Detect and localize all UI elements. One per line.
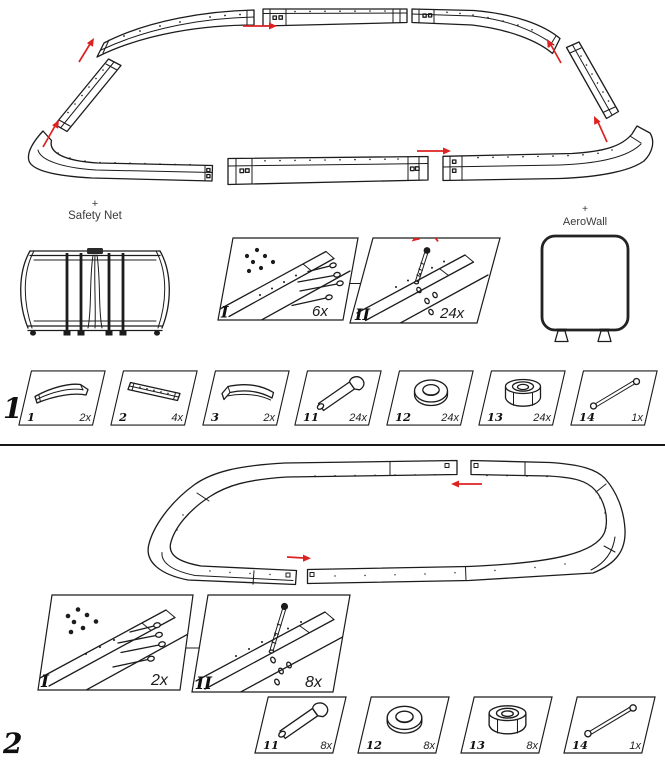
part-box: 14 1x [570,370,658,426]
part-number: 14 [579,410,596,424]
part-number: 13 [487,410,504,424]
part-box: 13 24x [478,370,566,426]
inset-II-numeral: II [195,674,213,694]
part-box-frame [202,370,290,426]
step-1-parts-list: 1 2x 2 4x 3 [18,370,658,426]
part-quantity: 24x [349,412,367,424]
safety-net-label: Safety Net [68,210,122,222]
step-1-number: 1 [3,392,23,425]
part-number: 12 [366,738,383,752]
pin [268,602,289,654]
assembly-direction-arrows [42,22,608,155]
inset-II-numeral: II [354,305,370,324]
part-quantity: 8x [423,740,435,752]
safety-net-illustration [20,248,170,336]
part-number: 1 [27,410,36,424]
part-quantity: 8x [526,740,538,752]
bolts [112,622,166,668]
part-quantity: 2x [79,412,91,424]
aerowall-plus: + [582,204,588,215]
assembly-direction-arrows [286,480,482,562]
inset-I-quantity: 2x [150,672,169,689]
part-number: 3 [211,410,220,424]
inset-II-quantity: 24x [439,305,465,322]
part-quantity: 1x [629,740,641,752]
step-2-detail-insets: I 2x [37,594,351,694]
part-number: 14 [572,738,589,752]
section-divider [0,444,665,447]
part-quantity: 2x [263,412,275,424]
part-number: 2 [119,410,128,424]
locknut-icon [473,699,542,741]
aerowall-illustration [540,234,630,343]
frame-assembled-illustration [147,459,626,586]
part-box: 13 8x [460,696,553,754]
washer-icon [370,699,439,741]
part-box: 1 2x [18,370,106,426]
part-box: 12 8x [357,696,450,754]
part-quantity: 24x [441,412,459,424]
inset-I-quantity: 6x [312,303,328,320]
part-box: 2 4x [110,370,198,426]
part-quantity: 1x [631,412,643,424]
part-box: 11 24x [294,370,382,426]
inset-I-numeral: I [40,672,50,692]
inset-II-quantity: 8x [305,674,323,691]
part-box: 3 2x [202,370,290,426]
inset-box-II [349,237,501,324]
pin-and-turn-arrow [411,238,439,285]
bolts [291,262,344,307]
part-box: 12 24x [386,370,474,426]
part-box: 11 8x [254,696,347,754]
part-number: 12 [395,410,412,424]
part-number: 11 [303,410,320,424]
part-box: 14 1x [563,696,656,754]
part-quantity: 4x [171,412,183,424]
part-box-frame [18,370,106,426]
inset-I-numeral: I [220,303,229,322]
inset-box-II [191,594,351,693]
inset-box-I [217,237,359,321]
part-number: 11 [263,738,280,752]
step-2-number: 2 [3,727,23,760]
safety-net-plus: + [91,198,99,210]
step-1-detail-insets: I 6x [217,237,501,324]
part-quantity: 8x [320,740,332,752]
part-quantity: 24x [533,412,551,424]
inset-box-I [37,594,194,691]
frame-rails-exploded-illustration [27,8,654,186]
bolt-icon [267,699,336,741]
aerowall-label: AeroWall [562,216,608,228]
part-number: 13 [469,738,486,752]
step-2-parts-list: 11 8x 12 8x 13 [254,696,656,754]
tool-icon [576,699,645,741]
